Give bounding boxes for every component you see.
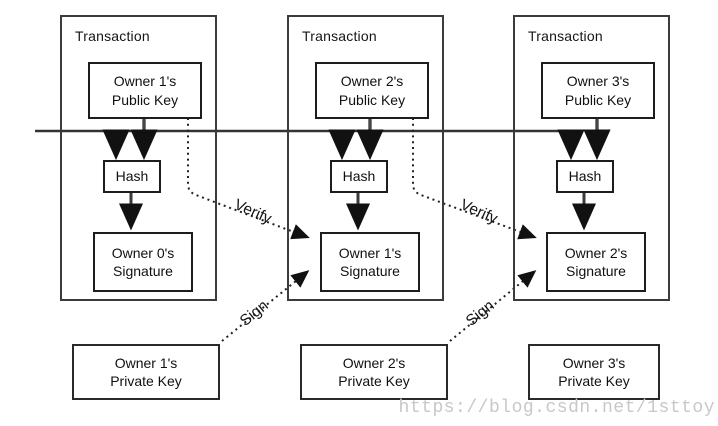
- signature-text: Signature: [340, 263, 400, 279]
- public-key-box-1: Owner 1's Public Key: [88, 62, 202, 119]
- transaction-title: Transaction: [302, 28, 377, 44]
- hash-box-3: Hash: [556, 160, 614, 193]
- public-key-text: Public Key: [564, 91, 632, 108]
- sign-arrow-2: [449, 270, 537, 342]
- public-key-text: Public Key: [338, 91, 406, 108]
- hash-box-1: Hash: [103, 160, 161, 193]
- private-key-text: Private Key: [558, 373, 630, 389]
- signature-text: Owner 1's: [338, 244, 402, 261]
- signature-text: Owner 2's: [564, 244, 628, 261]
- transaction-box-3: Transaction Owner 3's Public Key Hash Ow…: [513, 15, 670, 301]
- private-key-text: Owner 2's: [342, 354, 406, 371]
- private-key-text: Owner 1's: [114, 354, 178, 371]
- signature-box-1: Owner 0's Signature: [93, 232, 193, 292]
- transaction-box-2: Transaction Owner 2's Public Key Hash Ow…: [287, 15, 444, 301]
- public-key-text: Owner 3's: [566, 73, 630, 89]
- watermark-url: https://blog.csdn.net/1sttoy: [398, 398, 715, 418]
- verify-label-2: Verify: [458, 196, 501, 227]
- hash-box-2: Hash: [330, 160, 388, 193]
- public-key-text: Owner 1's: [113, 73, 177, 89]
- transaction-title: Transaction: [528, 28, 603, 44]
- transaction-box-1: Transaction Owner 1's Public Key Hash Ow…: [60, 15, 217, 301]
- signature-text: Owner 0's: [111, 244, 175, 261]
- public-key-box-2: Owner 2's Public Key: [315, 62, 429, 119]
- signature-text: Signature: [113, 263, 173, 279]
- private-key-box-1: Owner 1's Private Key: [72, 344, 220, 400]
- private-key-text: Private Key: [338, 373, 410, 389]
- hash-text: Hash: [342, 168, 376, 185]
- sign-arrow-1: [221, 270, 310, 342]
- private-key-text: Private Key: [110, 373, 182, 389]
- signature-box-3: Owner 2's Signature: [546, 232, 646, 292]
- signature-text: Signature: [566, 263, 626, 279]
- hash-text: Hash: [568, 168, 602, 185]
- public-key-text: Owner 2's: [340, 73, 404, 89]
- private-key-box-3: Owner 3's Private Key: [528, 344, 660, 400]
- hash-text: Hash: [115, 168, 149, 185]
- signature-box-2: Owner 1's Signature: [320, 232, 420, 292]
- transaction-title: Transaction: [75, 28, 150, 44]
- public-key-box-3: Owner 3's Public Key: [541, 62, 655, 119]
- verify-label-1: Verify: [232, 196, 275, 227]
- public-key-text: Public Key: [111, 91, 179, 108]
- private-key-text: Owner 3's: [562, 354, 626, 371]
- private-key-box-2: Owner 2's Private Key: [300, 344, 448, 400]
- sign-label-1: Sign: [237, 297, 272, 330]
